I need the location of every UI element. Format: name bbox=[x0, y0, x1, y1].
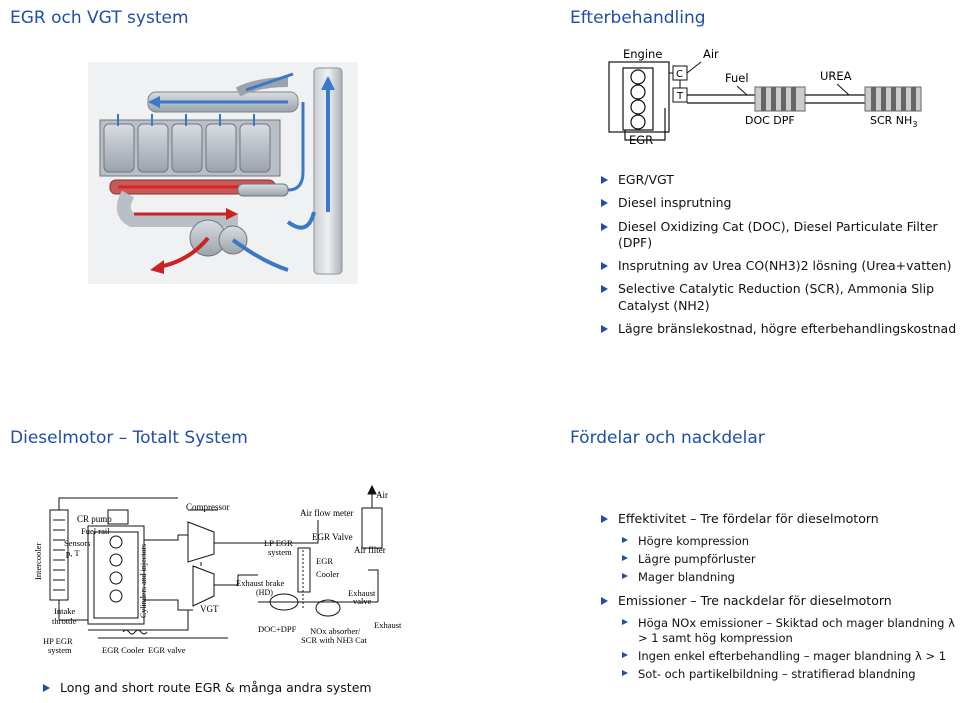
aftertreatment-bullet-list: EGR/VGT Diesel insprutning Diesel Oxidiz… bbox=[596, 172, 960, 344]
egr-cooler-mid-label-1: EGR bbox=[316, 556, 333, 566]
fuel-label: Fuel bbox=[725, 71, 749, 85]
exhaust-valve-label-1: Exhaust bbox=[348, 588, 376, 598]
doc-dpf-label: DOC DPF bbox=[745, 114, 795, 127]
compressor-label: Compressor bbox=[186, 502, 230, 512]
bullet-emissioner: Emissioner – Tre nackdelar för dieselmot… bbox=[596, 593, 958, 609]
bullet-long-short-route: Long and short route EGR & många andra s… bbox=[38, 680, 558, 696]
bullet-scr: Selective Catalytic Reduction (SCR), Amm… bbox=[596, 281, 960, 314]
cr-pump-label: CR pump bbox=[77, 514, 112, 524]
engine-egr-illustration bbox=[88, 62, 358, 284]
pros-cons-bullet-list: Effektivitet – Tre fördelar för dieselmo… bbox=[596, 511, 958, 685]
air-flow-meter-label: Air flow meter bbox=[300, 508, 353, 518]
intake-throttle-label-2: throttle bbox=[52, 616, 77, 626]
t-label: T bbox=[676, 91, 684, 102]
bullet-urea: Insprutning av Urea CO(NH3)2 lösning (Ur… bbox=[596, 258, 960, 274]
bullet-effektivitet: Effektivitet – Tre fördelar för dieselmo… bbox=[596, 511, 958, 527]
bullet-doc-dpf: Diesel Oxidizing Cat (DOC), Diesel Parti… bbox=[596, 219, 960, 252]
nox-label-2: SCR with NH3 Cat bbox=[301, 635, 368, 645]
egr-valve-top-label: EGR Valve bbox=[312, 532, 353, 542]
bullet-ingen-efterbehandling: Ingen enkel efterbehandling – mager blan… bbox=[596, 649, 958, 664]
egr-valve-bottom-label: EGR valve bbox=[148, 645, 186, 655]
lp-egr-label-2: system bbox=[268, 547, 292, 557]
exhaust-valve-label-2: valve bbox=[353, 596, 372, 606]
hp-egr-label-1: HP EGR bbox=[43, 636, 73, 646]
hp-egr-label-2: system bbox=[48, 645, 72, 655]
bullet-hoga-nox: Höga NOx emissioner – Skiktad och mager … bbox=[596, 616, 958, 646]
slide1-title: EGR och VGT system bbox=[10, 8, 189, 28]
vgt-label: VGT bbox=[200, 604, 219, 614]
air-label: Air bbox=[376, 490, 388, 500]
nox-label-1: NOx absorber/ bbox=[310, 626, 361, 636]
slide2-title: Efterbehandling bbox=[570, 8, 706, 28]
air-filter-label: Air filter bbox=[354, 545, 386, 555]
bullet-mager-blandning: Mager blandning bbox=[596, 570, 958, 585]
bullet-egr-vgt: EGR/VGT bbox=[596, 172, 960, 188]
engine-label: Engine bbox=[623, 47, 662, 61]
intake-throttle-label-1: Intake bbox=[54, 606, 75, 616]
lp-egr-label-1: LP EGR bbox=[264, 538, 293, 548]
bullet-hogre-kompression: Högre kompression bbox=[596, 534, 958, 549]
sensors-label-1: Sensors bbox=[64, 538, 90, 548]
intercooler-label: Intercooler bbox=[33, 543, 43, 580]
sensors-label-2: p, T bbox=[66, 548, 80, 558]
diesel-total-system-diagram: Air Compressor CR pump Fuel rail Air flo… bbox=[33, 484, 402, 655]
scr-nh3-label: SCR NH3 bbox=[870, 114, 917, 129]
c-label: C bbox=[676, 69, 683, 80]
aftertreatment-diagram: Engine Air C T EGR Fuel DOC DPF UREA SCR… bbox=[608, 47, 922, 147]
bullet-diesel-insprutning: Diesel insprutning bbox=[596, 195, 960, 211]
urea-label: UREA bbox=[820, 69, 852, 83]
total-system-bullet-list: Long and short route EGR & många andra s… bbox=[38, 680, 558, 703]
air-label: Air bbox=[703, 47, 719, 61]
bullet-lagre-pumpforluster: Lägre pumpförluster bbox=[596, 552, 958, 567]
exhaust-brake-label-1: Exhaust brake bbox=[236, 578, 285, 588]
bullet-sot-partikel: Sot- och partikelbildning – stratifierad… bbox=[596, 667, 958, 682]
cylinders-label: Cylinders and injectors bbox=[139, 544, 148, 618]
exhaust-brake-label-2: (HD) bbox=[256, 588, 273, 597]
egr-label: EGR bbox=[629, 133, 653, 147]
doc-dpf-label: DOC+DPF bbox=[258, 624, 297, 634]
egr-cooler-bottom-label: EGR Cooler bbox=[102, 645, 144, 655]
exhaust-label: Exhaust bbox=[374, 620, 402, 630]
slide3-title: Dieselmotor – Totalt System bbox=[10, 428, 248, 448]
bullet-kostnad: Lägre bränslekostnad, högre efterbehandl… bbox=[596, 321, 960, 337]
slide4-title: Fördelar och nackdelar bbox=[570, 428, 765, 448]
fuel-rail-label: Fuel rail bbox=[81, 526, 110, 536]
egr-cooler-mid-label-2: Cooler bbox=[316, 569, 339, 579]
